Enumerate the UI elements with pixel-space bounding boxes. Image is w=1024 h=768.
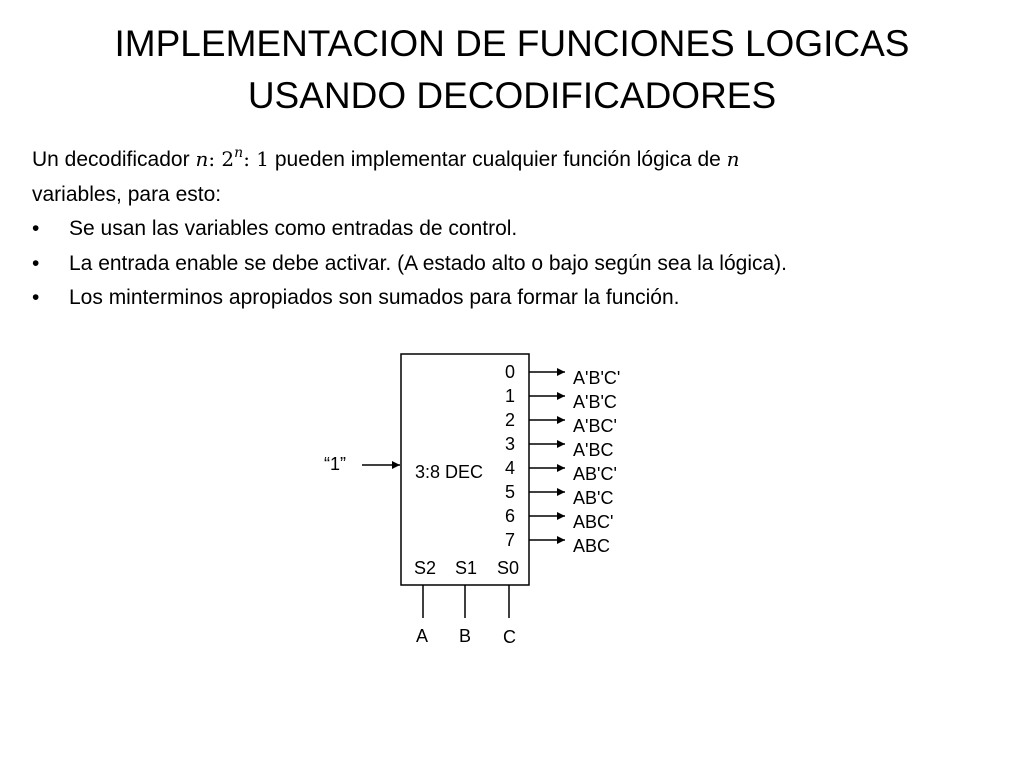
math-sep-1: : 2 xyxy=(208,147,235,171)
output-number-0: 0 xyxy=(505,362,515,382)
math-sep-2: : 1 xyxy=(243,147,270,171)
input-labels: A B C xyxy=(416,626,516,647)
bullet-list: Se usan las variables como entradas de c… xyxy=(32,212,992,316)
select-label-s2: S2 xyxy=(414,558,436,578)
output-number-2: 2 xyxy=(505,410,515,430)
output-number-3: 3 xyxy=(505,434,515,454)
intro-line-2: variables, para esto: xyxy=(32,182,222,206)
minterm-label-7: ABC xyxy=(573,536,610,556)
output-numbers: 0 1 2 3 4 5 6 7 xyxy=(505,362,515,550)
input-label-a: A xyxy=(416,626,428,646)
title-line-1: IMPLEMENTACION DE FUNCIONES LOGICAS xyxy=(114,23,910,64)
minterm-label-0: A'B'C' xyxy=(573,368,620,388)
decoder-label: 3:8 DEC xyxy=(415,462,483,482)
select-lines xyxy=(422,585,510,618)
minterm-label-6: ABC' xyxy=(573,512,613,532)
output-number-6: 6 xyxy=(505,506,515,526)
intro-prefix: Un decodificador xyxy=(32,148,196,171)
output-number-4: 4 xyxy=(505,458,515,478)
minterm-label-3: A'BC xyxy=(573,440,613,460)
minterm-label-4: AB'C' xyxy=(573,464,617,484)
output-arrows xyxy=(529,368,565,544)
slide-title: IMPLEMENTACION DE FUNCIONES LOGICAS USAN… xyxy=(0,18,1024,122)
bullet-item: Se usan las variables como entradas de c… xyxy=(32,212,992,247)
output-number-1: 1 xyxy=(505,386,515,406)
bullet-item: La entrada enable se debe activar. (A es… xyxy=(32,247,992,282)
title-line-2: USANDO DECODIFICADORES xyxy=(247,75,777,116)
select-label-s0: S0 xyxy=(497,558,519,578)
math-exponent: n xyxy=(234,145,244,161)
minterm-labels: A'B'C' A'B'C A'BC' A'BC AB'C' AB'C ABC' … xyxy=(573,368,620,556)
minterm-label-5: AB'C xyxy=(573,488,613,508)
output-number-7: 7 xyxy=(505,530,515,550)
intro-mid: pueden implementar cualquier función lóg… xyxy=(269,148,727,171)
input-label-c: C xyxy=(503,627,516,647)
bullet-item: Los minterminos apropiados son sumados p… xyxy=(32,281,992,316)
slide-body: Un decodificador n: 2n: 1 pueden impleme… xyxy=(32,142,992,316)
input-label-b: B xyxy=(459,626,471,646)
minterm-label-2: A'BC' xyxy=(573,416,617,436)
intro-paragraph: Un decodificador n: 2n: 1 pueden impleme… xyxy=(32,142,992,212)
output-number-5: 5 xyxy=(505,482,515,502)
minterm-label-1: A'B'C xyxy=(573,392,617,412)
enable-label: “1” xyxy=(324,454,346,474)
intro-var-n: n xyxy=(726,147,740,171)
select-label-s1: S1 xyxy=(455,558,477,578)
math-n: n xyxy=(195,147,209,171)
select-labels: S2 S1 S0 xyxy=(414,558,519,578)
